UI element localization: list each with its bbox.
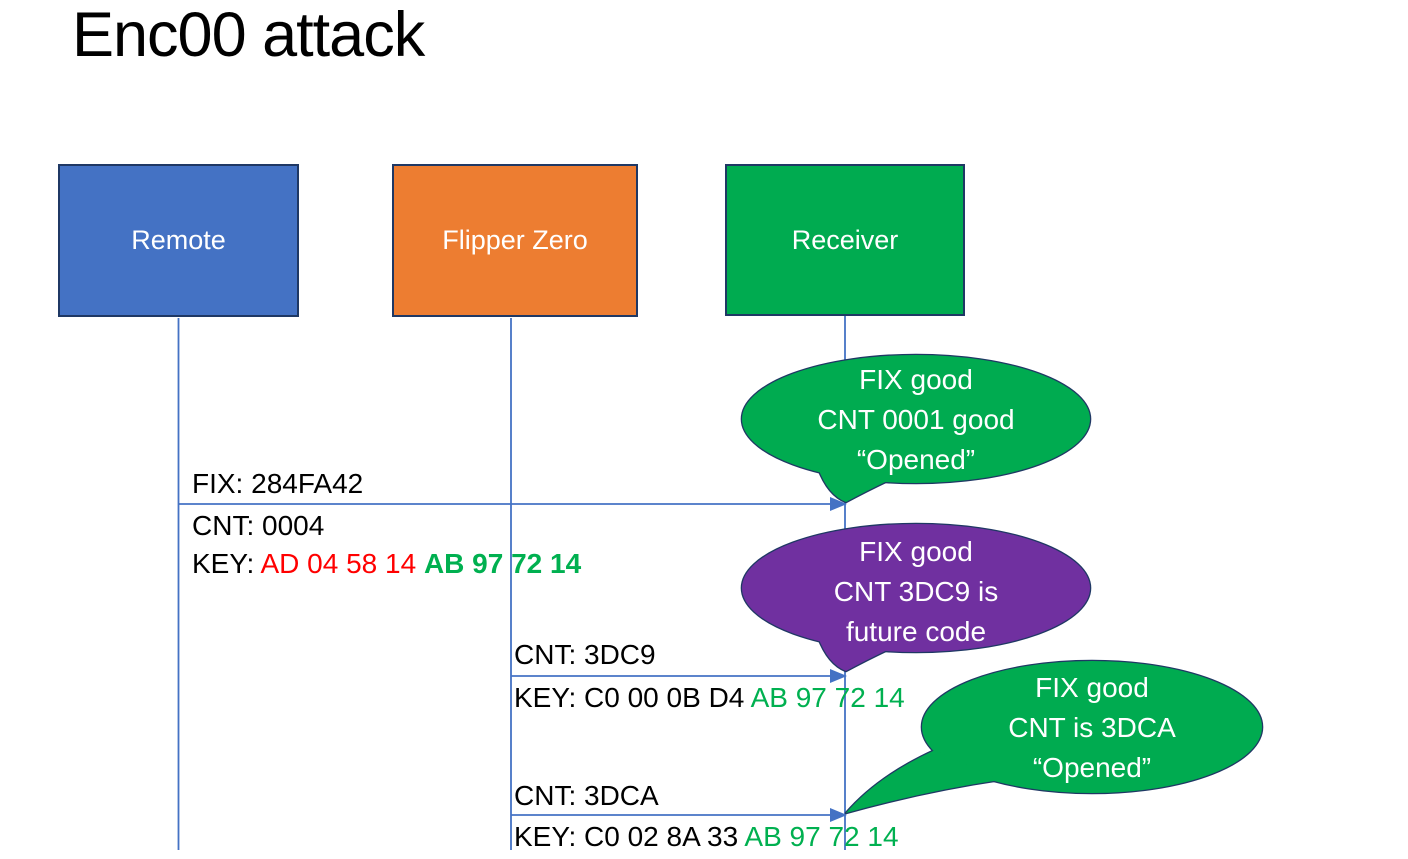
callout-3-ellipse [922, 661, 1262, 793]
callout-opened-1 [740, 353, 1092, 504]
callout-3-text: FIX good CNT is 3DCA “Opened” [922, 668, 1262, 788]
callout-3-line-3: “Opened” [1032, 752, 1152, 783]
msg1-fix-label: FIX: 284FA42 [192, 468, 364, 499]
callout-3-tail [846, 750, 1000, 813]
callout-2-line-1: FIX good [859, 536, 973, 567]
actor-box-receiver: Receiver [725, 164, 965, 316]
msg3-key-prefix: KEY: C0 02 8A 33 [514, 821, 745, 852]
arrowhead-remote-to-receiver [830, 497, 847, 511]
msg2-cnt-label: CNT: 3DC9 [514, 639, 656, 670]
arrowhead-flipper-to-receiver-2 [830, 808, 847, 822]
callout-1-line-1: FIX good [859, 364, 973, 395]
msg3-cnt-label: CNT: 3DCA [514, 780, 659, 811]
actor-label-remote: Remote [131, 225, 226, 255]
arrowhead-flipper-to-receiver-1 [830, 669, 847, 683]
msg1-key-prefix: KEY: [192, 548, 261, 579]
msg2-key-prefix: KEY: C0 00 0B D4 [514, 682, 751, 713]
callout-2-text: FIX good CNT 3DC9 is future code [742, 532, 1090, 652]
callout-2-line-2: CNT 3DC9 is [833, 576, 999, 607]
callout-3-line-1: FIX good [1035, 672, 1149, 703]
callout-2-ellipse [742, 524, 1090, 652]
callout-2-line-3: future code [845, 616, 987, 647]
callout-opened-2 [844, 659, 1264, 815]
actor-box-remote: Remote [58, 164, 299, 317]
callout-1-tail [818, 468, 898, 502]
callout-1-line-3: “Opened” [856, 444, 976, 475]
msg1-cnt-label: CNT: 0004 [192, 510, 325, 541]
actor-label-receiver: Receiver [791, 224, 899, 255]
msg1-key-label: KEY: AD 04 58 14 AB 97 72 14 [192, 546, 581, 582]
callout-1-line-2: CNT 0001 good [817, 404, 1015, 435]
msg3-key-label: KEY: C0 02 8A 33 AB 97 72 14 [514, 819, 899, 855]
callout-3-line-2: CNT is 3DCA [1008, 712, 1176, 743]
msg2-key-green-bytes: AB 97 72 14 [750, 682, 905, 713]
callout-future-code [740, 522, 1092, 673]
msg3-key-green-bytes: AB 97 72 14 [744, 821, 899, 852]
callout-1-text: FIX good CNT 0001 good “Opened” [742, 360, 1090, 480]
msg1-key-green-bytes: AB 97 72 14 [423, 548, 582, 579]
callout-2-tail [818, 637, 898, 671]
slide-title: Enc00 attack [72, 0, 425, 70]
actor-box-flipper-zero: Flipper Zero [392, 164, 638, 317]
msg1-key-red-bytes: AD 04 58 14 [260, 548, 424, 579]
msg2-key-label: KEY: C0 00 0B D4 AB 97 72 14 [514, 680, 905, 716]
callout-1-ellipse [742, 355, 1090, 483]
actor-label-flipper-zero: Flipper Zero [442, 225, 588, 255]
